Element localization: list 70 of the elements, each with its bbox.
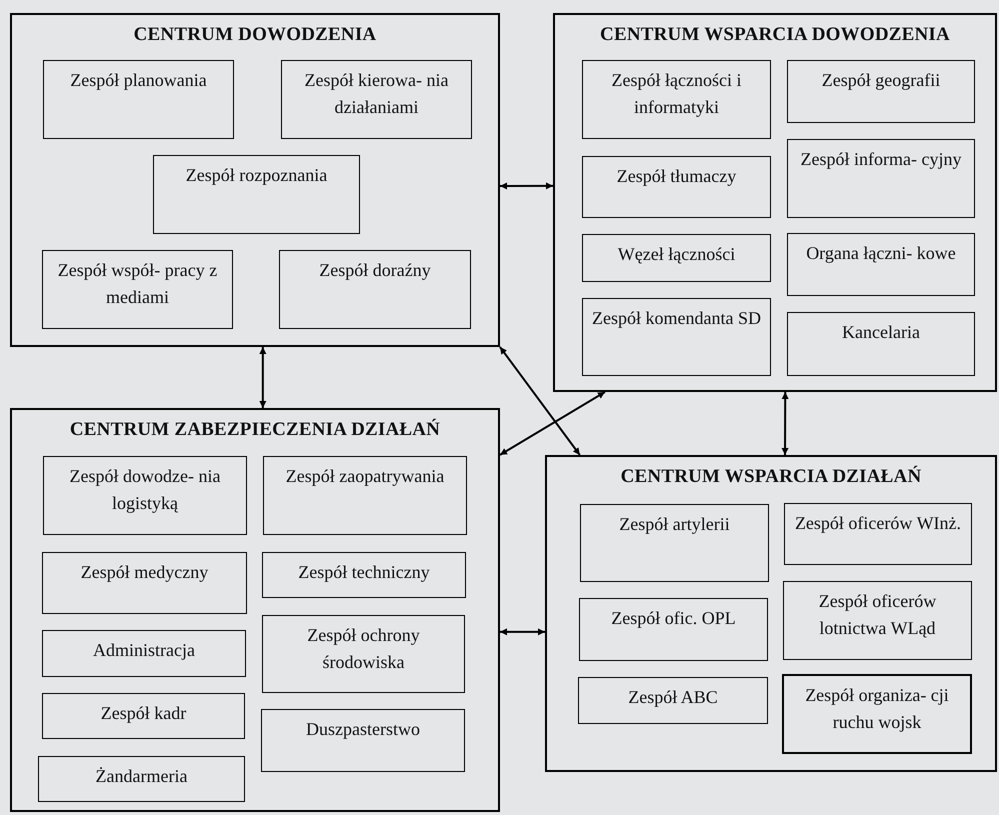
team-box <box>261 709 465 772</box>
team-box <box>782 674 972 754</box>
team-label: Zespół współ- pracy z mediami <box>56 259 218 309</box>
team-label: Zespół ofic. OPL <box>610 607 737 630</box>
team-label: Zespół ochrony środowiska <box>306 624 421 674</box>
double-arrow <box>500 628 545 636</box>
team-label: Zespół dowodze- nia logistyką <box>68 465 222 515</box>
team-box <box>783 581 972 660</box>
team-label: Zespół kierowa- nia działaniami <box>304 69 450 119</box>
team-label: Zespół medyczny <box>80 561 210 584</box>
team-box <box>787 233 975 296</box>
team-box <box>580 504 769 582</box>
team-label: Żandarmeria <box>94 765 188 788</box>
team-label: Zespół doraźny <box>318 259 432 282</box>
center-box <box>553 13 997 392</box>
team-label: Zespół techniczny <box>297 561 431 584</box>
team-box <box>43 456 247 535</box>
center-box <box>10 13 500 347</box>
team-box <box>582 298 771 376</box>
center-title: CENTRUM ZABEZPIECZENIA DZIAŁAŃ <box>68 418 442 442</box>
team-label: Zespół kadr <box>100 702 188 725</box>
team-box <box>43 60 234 139</box>
team-box <box>263 456 467 535</box>
team-label: Zespół artylerii <box>618 513 731 536</box>
team-label: Organa łączni- kowe <box>805 242 957 265</box>
team-label: Administracja <box>92 639 196 662</box>
center-box <box>10 408 500 812</box>
team-box <box>281 60 472 139</box>
team-box <box>787 139 975 218</box>
team-box <box>42 693 245 739</box>
double-arrow <box>500 182 553 190</box>
team-box <box>42 552 247 614</box>
team-label: Zespół łączności i informatyki <box>610 69 742 119</box>
team-label: Zespół zaopatrywania <box>284 465 446 488</box>
team-label: Zespół organiza- cji ruchu wojsk <box>804 684 950 734</box>
team-box <box>262 615 465 693</box>
team-box <box>787 312 975 376</box>
team-label: Zespół rozpoznania <box>184 164 328 187</box>
team-box <box>784 503 972 565</box>
team-box <box>578 677 768 724</box>
team-box <box>153 155 360 234</box>
center-title: CENTRUM WSPARCIA DZIAŁAŃ <box>620 465 922 489</box>
team-label: Zespół planowania <box>69 69 208 92</box>
center-box <box>545 455 997 772</box>
double-arrow <box>782 392 789 455</box>
team-label: Zespół ABC <box>627 686 719 709</box>
team-box <box>582 60 771 139</box>
center-title: CENTRUM WSPARCIA DOWODZENIA <box>599 23 951 47</box>
team-label: Zespół geografii <box>820 69 942 92</box>
team-label: Kancelaria <box>841 321 921 344</box>
team-box <box>279 250 471 329</box>
team-box <box>38 756 245 802</box>
double-arrow <box>499 391 606 456</box>
team-box <box>262 552 466 598</box>
team-label: Zespół informa- cyjny <box>800 148 962 171</box>
team-label: Węzeł łączności <box>616 243 736 266</box>
team-box <box>579 598 768 661</box>
team-label: Zespół oficerów WInż. <box>794 512 962 535</box>
double-arrow <box>259 347 266 408</box>
double-arrow <box>499 346 581 456</box>
center-title: CENTRUM DOWODZENIA <box>132 23 378 47</box>
team-label: Duszpasterstwo <box>305 718 421 741</box>
team-label: Zespół oficerów lotnictwa WLąd <box>818 590 938 640</box>
team-box <box>582 156 771 218</box>
team-box <box>582 234 771 282</box>
team-box <box>42 250 233 329</box>
team-label: Zespół tłumaczy <box>616 165 738 188</box>
team-box <box>42 630 246 677</box>
team-label: Zespół komendanta SD <box>591 307 762 330</box>
team-box <box>787 60 975 123</box>
